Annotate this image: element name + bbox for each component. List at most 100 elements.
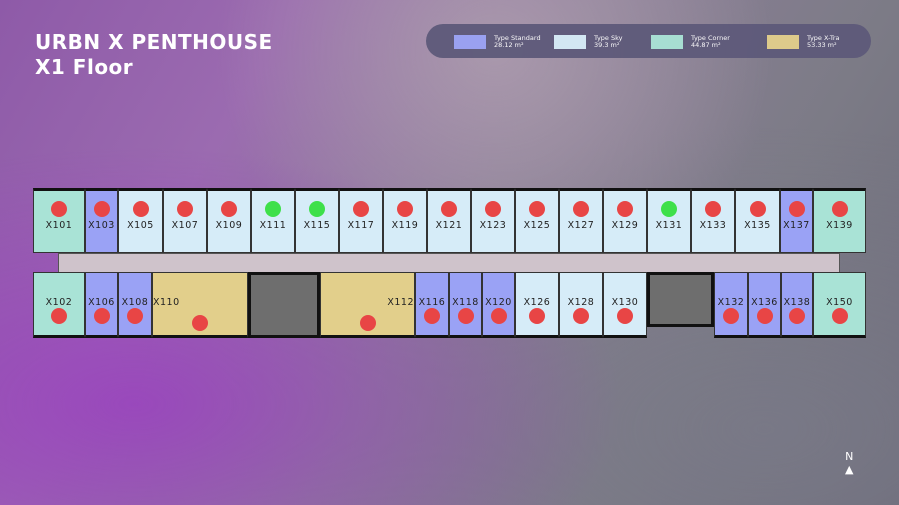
unit-label: X101 [45, 220, 73, 231]
unit-label: X130 [611, 297, 639, 308]
unit-x110[interactable]: X110 [152, 272, 248, 338]
unit-x117[interactable]: X117 [339, 188, 383, 253]
status-dot-sold[interactable] [192, 315, 208, 331]
status-dot-sold[interactable] [457, 308, 474, 324]
page-title: URBN X PENTHOUSE X1 Floor [35, 30, 273, 80]
status-dot-sold[interactable] [127, 308, 143, 324]
status-dot-sold[interactable] [490, 308, 507, 324]
status-dot-sold[interactable] [788, 201, 805, 217]
status-dot-sold[interactable] [93, 201, 110, 217]
status-dot-sold[interactable] [617, 308, 633, 324]
unit-x106[interactable]: X106 [85, 272, 118, 338]
status-dot-sold[interactable] [485, 201, 501, 217]
unit-x126[interactable]: X126 [515, 272, 559, 338]
unit-x139[interactable]: X139 [813, 188, 866, 253]
status-dot-sold[interactable] [617, 201, 633, 217]
status-dot-sold[interactable] [831, 201, 848, 217]
elevator-core [248, 272, 320, 338]
legend-area: 44.87 m² [691, 41, 721, 49]
unit-label: X150 [826, 297, 853, 308]
unit-label: X137 [783, 220, 810, 231]
status-dot-sold[interactable] [132, 201, 149, 217]
unit-x131[interactable]: X131 [647, 188, 691, 253]
unit-x103[interactable]: X103 [85, 188, 118, 253]
status-dot-sold[interactable] [831, 308, 848, 324]
status-dot-sold[interactable] [359, 315, 376, 331]
unit-x112[interactable]: X112 [320, 272, 415, 338]
unit-x129[interactable]: X129 [603, 188, 647, 253]
status-dot-sold[interactable] [756, 308, 773, 324]
legend-type: Type Standard [494, 34, 541, 42]
status-dot-available[interactable] [661, 201, 677, 217]
status-dot-sold[interactable] [529, 201, 545, 217]
unit-x115[interactable]: X115 [295, 188, 339, 253]
unit-label: X103 [88, 220, 115, 231]
unit-x136[interactable]: X136 [748, 272, 781, 338]
unit-label: X121 [435, 220, 463, 231]
unit-label: X102 [45, 297, 73, 308]
unit-label: X116 [418, 297, 446, 308]
legend-swatch [767, 35, 799, 49]
unit-x137[interactable]: X137 [780, 188, 813, 253]
unit-x116[interactable]: X116 [415, 272, 449, 338]
unit-x102[interactable]: X102 [33, 272, 85, 338]
unit-x120[interactable]: X120 [482, 272, 515, 338]
unit-x127[interactable]: X127 [559, 188, 603, 253]
unit-label: X106 [88, 297, 115, 308]
legend-type: Type Corner [691, 34, 730, 42]
status-dot-sold[interactable] [723, 308, 739, 324]
status-dot-available[interactable] [265, 201, 281, 217]
unit-x121[interactable]: X121 [427, 188, 471, 253]
unit-x128[interactable]: X128 [559, 272, 603, 338]
north-label: N [845, 450, 854, 463]
unit-label: X109 [215, 220, 243, 231]
unit-x135[interactable]: X135 [735, 188, 780, 253]
status-dot-sold[interactable] [177, 201, 193, 217]
status-dot-sold[interactable] [51, 201, 67, 217]
status-dot-sold[interactable] [529, 308, 545, 324]
status-dot-sold[interactable] [353, 201, 369, 217]
legend-swatch [651, 35, 683, 49]
status-dot-sold[interactable] [749, 201, 766, 217]
unit-x101[interactable]: X101 [33, 188, 85, 253]
status-dot-sold[interactable] [51, 308, 67, 324]
legend-area: 39.3 m² [594, 41, 620, 49]
unit-x118[interactable]: X118 [449, 272, 482, 338]
unit-label: X136 [751, 297, 778, 308]
unit-x150[interactable]: X150 [813, 272, 866, 338]
status-dot-sold[interactable] [789, 308, 805, 324]
unit-label: X112 [387, 297, 414, 308]
status-dot-sold[interactable] [93, 308, 110, 324]
unit-x111[interactable]: X111 [251, 188, 295, 253]
status-dot-sold[interactable] [705, 201, 721, 217]
unit-x123[interactable]: X123 [471, 188, 515, 253]
unit-x132[interactable]: X132 [714, 272, 748, 338]
unit-label: X117 [347, 220, 375, 231]
unit-x133[interactable]: X133 [691, 188, 735, 253]
unit-x107[interactable]: X107 [163, 188, 207, 253]
unit-x138[interactable]: X138 [781, 272, 813, 338]
unit-x119[interactable]: X119 [383, 188, 427, 253]
unit-x130[interactable]: X130 [603, 272, 647, 338]
status-dot-available[interactable] [309, 201, 325, 217]
unit-label: X123 [479, 220, 507, 231]
unit-x125[interactable]: X125 [515, 188, 559, 253]
unit-label: X131 [655, 220, 683, 231]
unit-x105[interactable]: X105 [118, 188, 163, 253]
unit-x109[interactable]: X109 [207, 188, 251, 253]
status-dot-sold[interactable] [441, 201, 457, 217]
service-core [647, 272, 714, 327]
unit-label: X128 [567, 297, 595, 308]
status-dot-sold[interactable] [221, 201, 237, 217]
unit-x108[interactable]: X108 [118, 272, 152, 338]
unit-label: X105 [127, 220, 154, 231]
status-dot-sold[interactable] [424, 308, 440, 324]
status-dot-sold[interactable] [573, 201, 589, 217]
status-dot-sold[interactable] [573, 308, 589, 324]
legend-swatch [554, 35, 586, 49]
status-dot-sold[interactable] [397, 201, 413, 217]
unit-label: X110 [153, 297, 180, 308]
corridor [58, 253, 840, 274]
